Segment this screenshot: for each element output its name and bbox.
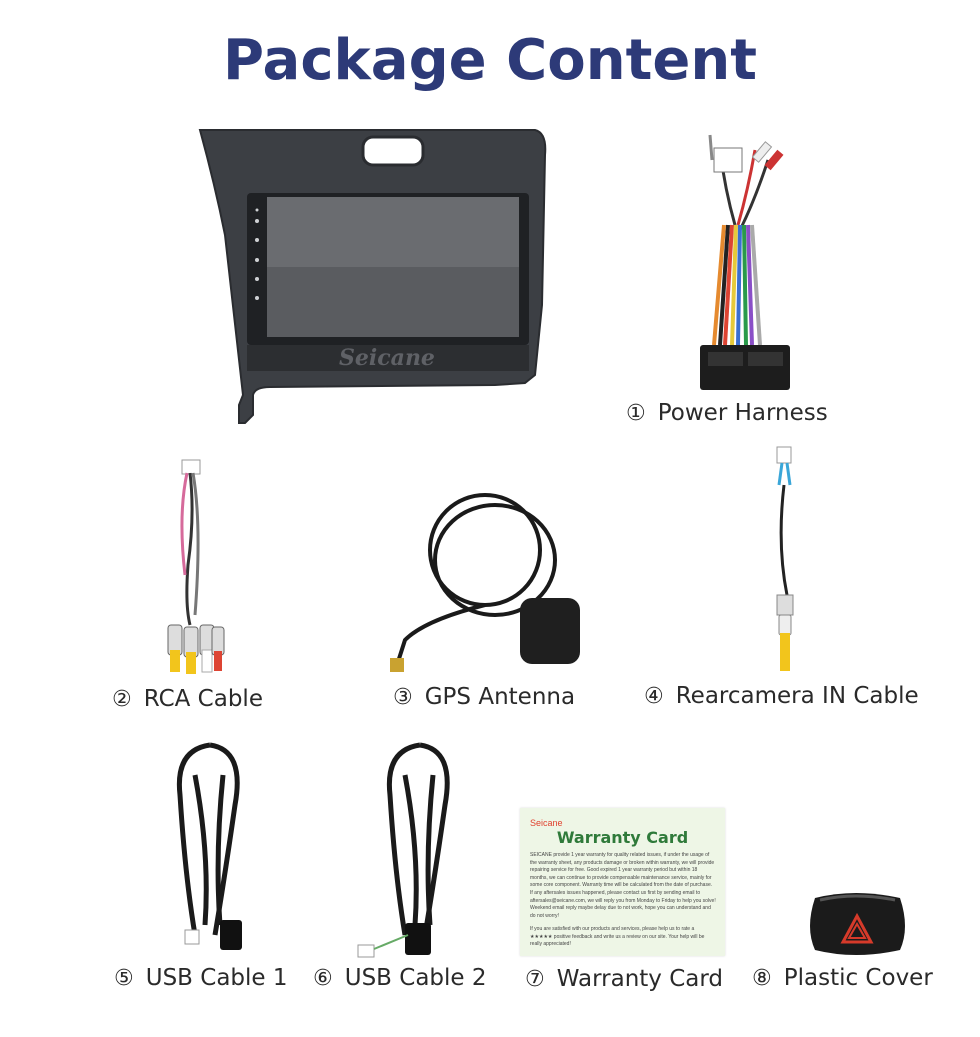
plastic-cover-image [810, 893, 905, 955]
card-body-rating: If you are satisfied with our products a… [530, 926, 705, 948]
warranty-card-image: Seicane Warranty Card SEICANE provide 1 … [520, 808, 725, 956]
rearcamera-cable-image [776, 446, 794, 671]
head-unit-image: Seicane [198, 129, 547, 424]
usb-cable-2-image [357, 742, 450, 958]
card-title: Warranty Card [556, 828, 689, 847]
power-harness-image [700, 134, 790, 390]
brand-text: Seicane [339, 345, 435, 371]
page-title: Package Content [223, 28, 757, 93]
gps-antenna-image [390, 493, 580, 672]
usb-cable-1-image [176, 742, 242, 950]
card-brand: Seicane [530, 818, 563, 828]
rca-cable-image [167, 459, 225, 674]
card-body: SEICANE provide 1 year warranty for qual… [530, 852, 716, 919]
